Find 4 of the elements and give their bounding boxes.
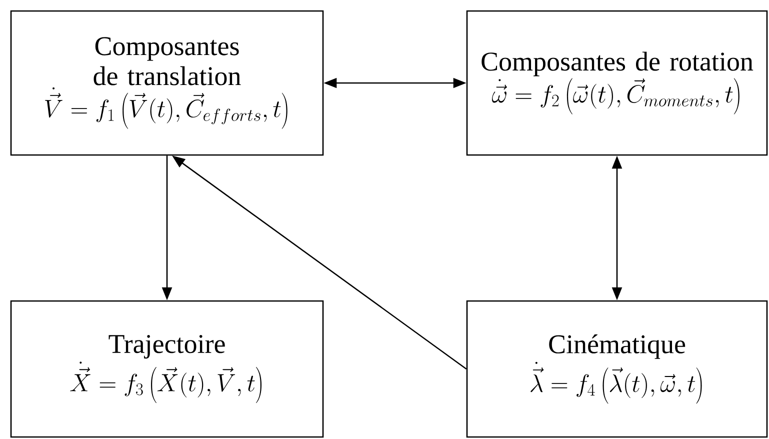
process-box: Cinématique $\dot{\vec{\lambda}} = f_4\left(\vec{\lambda}(t),\vec{\omega},t\right)$ [466,300,768,438]
process-box: Composantes de rotation $\dot{\vec{\omega}} = f_2\left(\vec{\omega}(t),\vec{C}_{moments},t\right)$ [466,10,768,156]
process-box: Composantes de translation $\dot{\vec{V}} = f_1\left(\vec{V}(t),\vec{C}_{efforts},t\right)$ [10,10,324,156]
process-box: Trajectoire $\dot{\vec{X}} = f_3\left(\vec{X}(t),\vec{V},t\right)$ [10,300,324,438]
